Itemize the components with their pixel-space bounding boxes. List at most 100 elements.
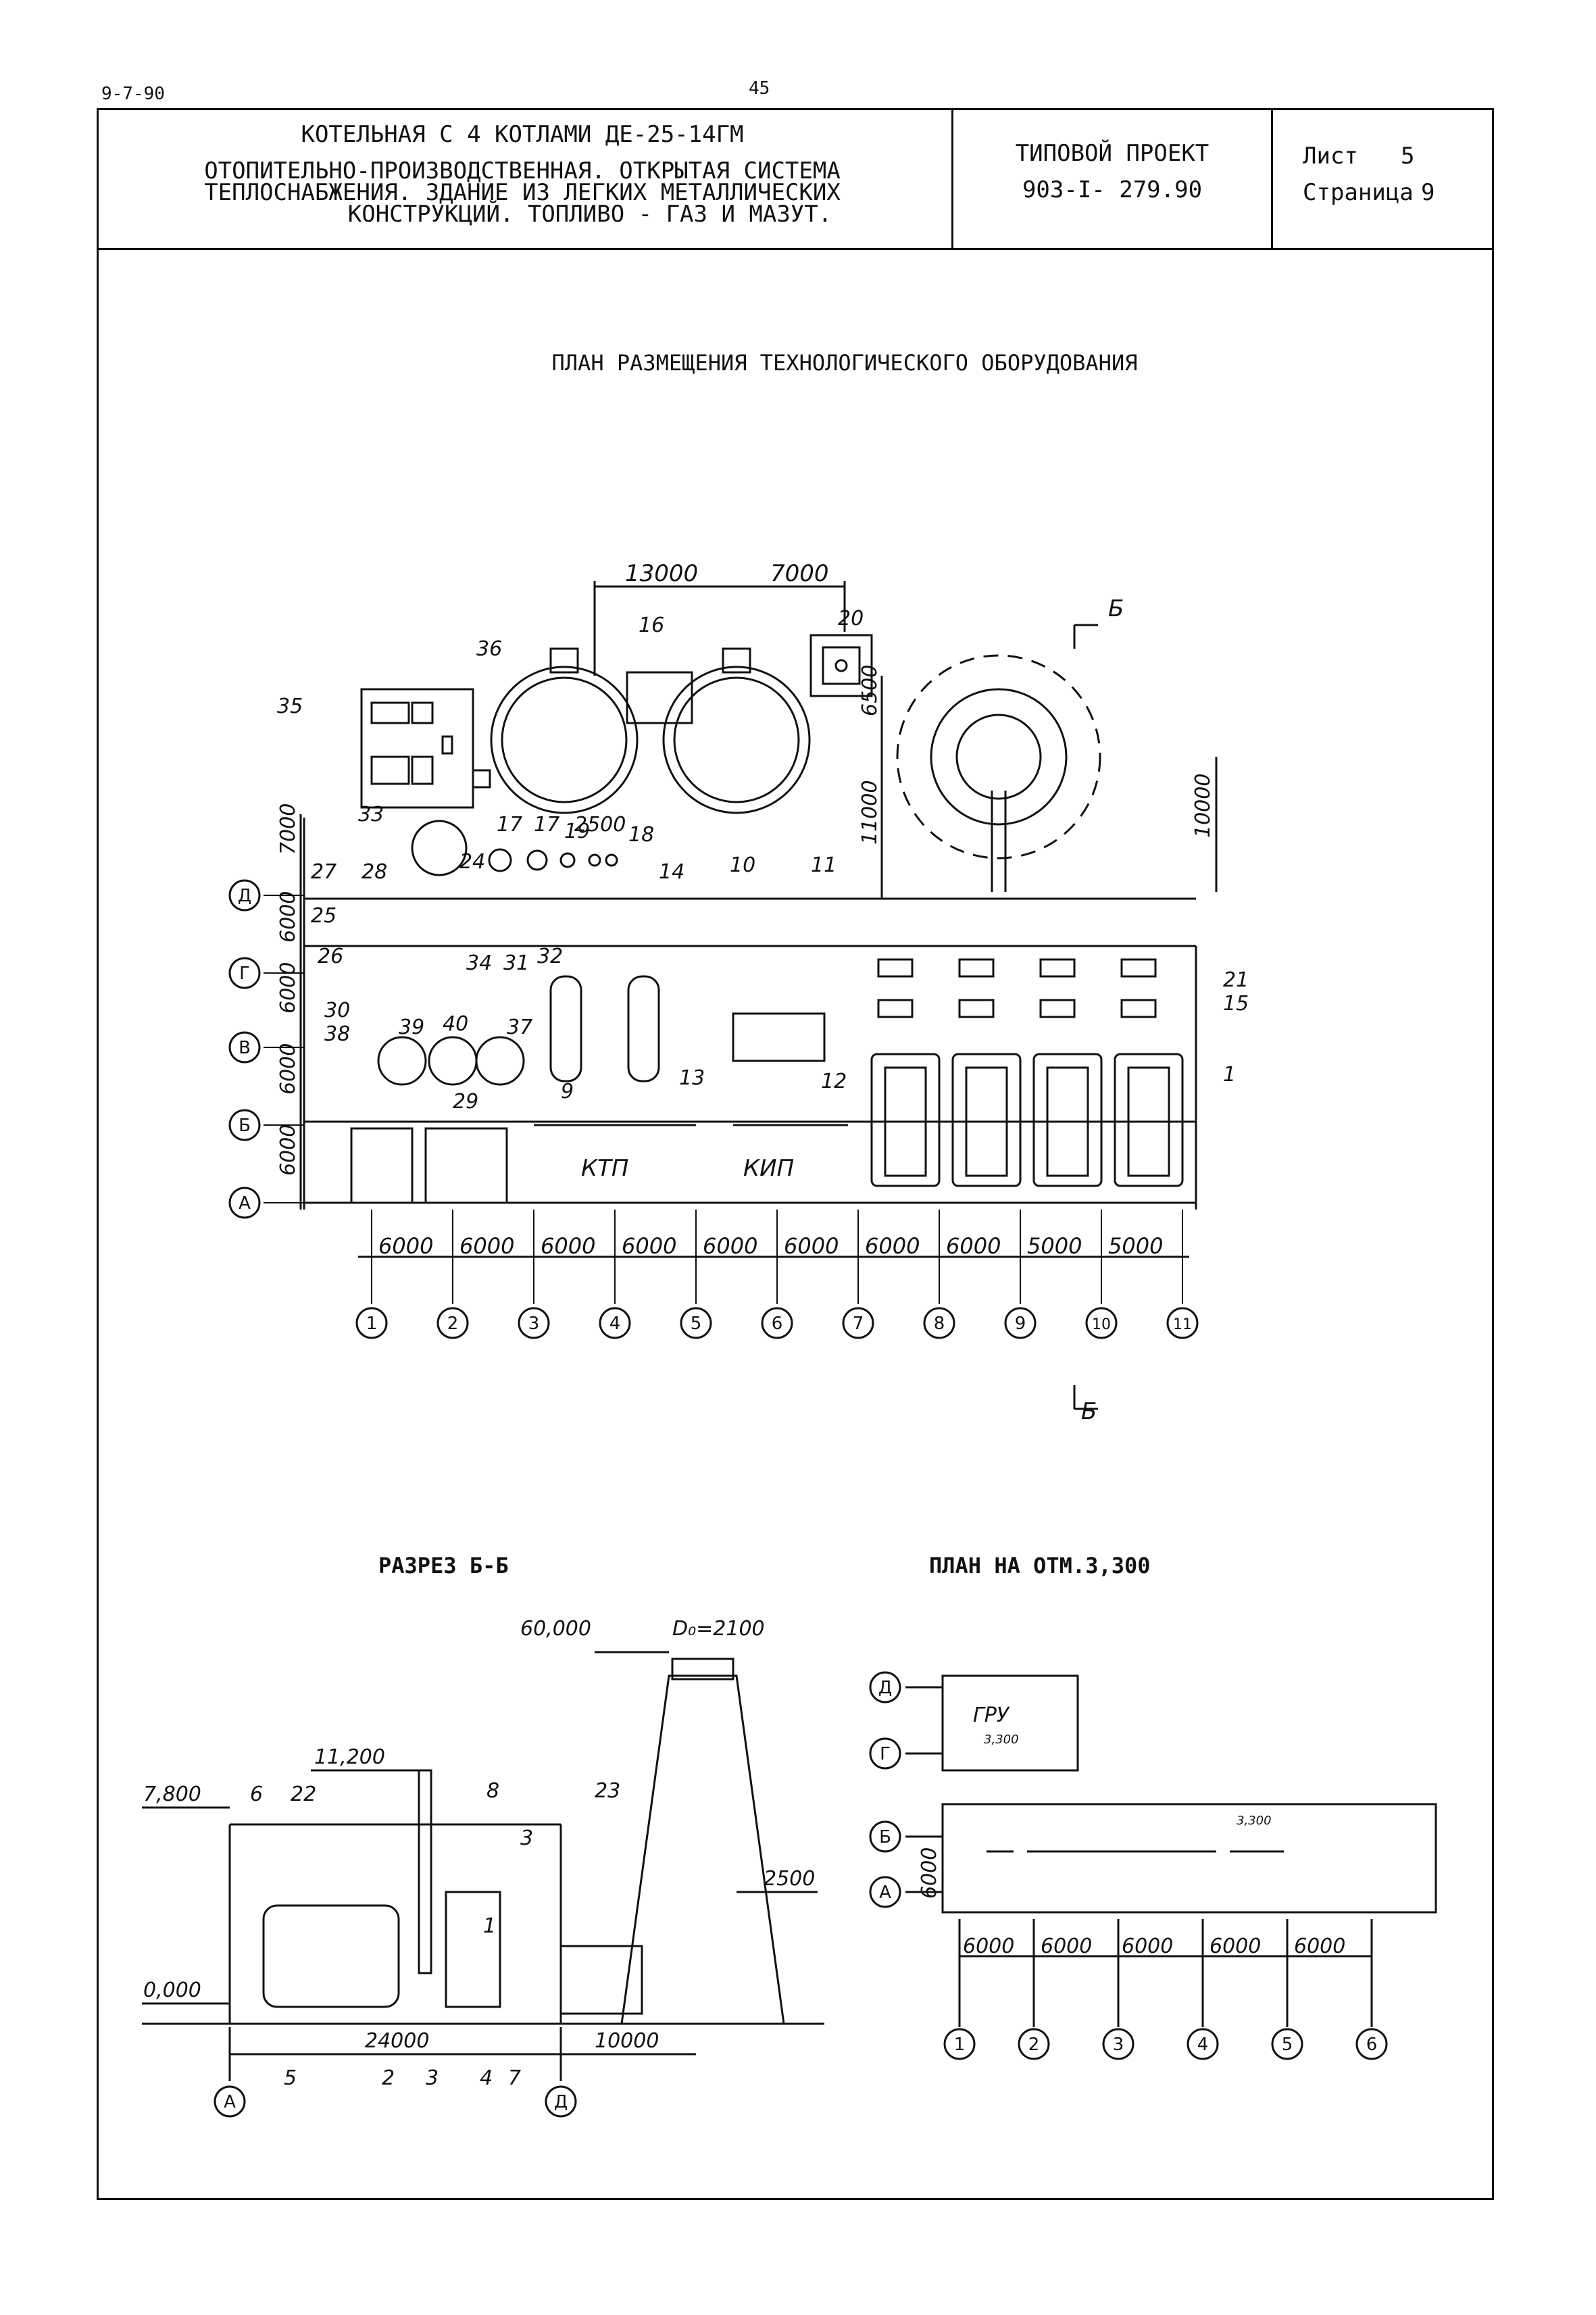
dim-bottom: 6000 [865, 1233, 920, 1259]
callout: 14 [659, 860, 684, 884]
axis-number: 5 [691, 1314, 702, 1334]
upper-axis-letter: Б [879, 1827, 891, 1847]
axis-number: 7 [853, 1314, 864, 1334]
axis-letter-d: Д [238, 886, 251, 906]
axis-number: 2 [447, 1314, 459, 1334]
dim-left: 6000 [276, 962, 300, 1014]
callout: 39 [399, 1016, 424, 1039]
chimney-diameter: D₀=2100 [672, 1617, 765, 1641]
callout: 33 [358, 803, 384, 826]
callout: 28 [361, 860, 387, 884]
dim-top-13000: 13000 [625, 560, 698, 587]
page-label: Страница [1303, 179, 1414, 206]
axis-letter-g: Г [239, 964, 250, 984]
callout: 34 [466, 951, 492, 975]
upper-plan-title: ПЛАН НА ОТМ.3,300 [929, 1553, 1151, 1578]
callout: 38 [324, 1022, 350, 1046]
dim-left: 7000 [276, 803, 300, 855]
dim-bottom: 6000 [946, 1233, 1001, 1259]
callout: 18 [628, 823, 654, 847]
elevation: 2500 [764, 1867, 815, 1891]
callout: 36 [476, 637, 502, 661]
section-callout: 4 [480, 2066, 493, 2090]
room-label-gru: ГРУ [973, 1703, 1010, 1727]
callout: 11 [811, 853, 837, 877]
dim-left: 6000 [276, 1124, 300, 1176]
dim-bottom: 6000 [378, 1233, 433, 1259]
upper-axis-letter: Г [880, 1744, 891, 1764]
upper-axis-letter: Д [878, 1678, 892, 1698]
axis-letter-b: Б [239, 1116, 251, 1136]
dim-bottom: 5000 [1027, 1233, 1082, 1259]
axis-number: 11 [1173, 1316, 1192, 1333]
callout: 35 [277, 695, 303, 718]
callout: 27 [311, 860, 336, 884]
elevation: 60,000 [520, 1617, 591, 1641]
callout: 26 [318, 945, 343, 968]
elevation: 7,800 [143, 1783, 201, 1806]
section-mark-top: Б [1108, 595, 1124, 622]
upper-axis-number: 3 [1113, 2035, 1124, 2055]
callout: 15 [1223, 992, 1249, 1016]
upper-dim: 6000 [1122, 1935, 1173, 1958]
title-line-2: ОТОПИТЕЛЬНО-ПРОИЗВОДСТВЕННАЯ. ОТКРЫТАЯ С… [204, 157, 841, 184]
title-line-4: КОНСТРУКЦИЙ. ТОПЛИВО - ГАЗ И МАЗУТ. [347, 201, 832, 228]
dim-vertical-10000: 10000 [1191, 774, 1215, 838]
callout: 9 [561, 1080, 574, 1103]
callout: 32 [537, 945, 563, 968]
elevation: 0,000 [143, 1978, 201, 2002]
upper-dim: 6000 [1210, 1935, 1261, 1958]
section-dim: 24000 [365, 2029, 429, 2053]
callout: 16 [639, 614, 664, 637]
upper-axis-letter: А [879, 1883, 891, 1903]
section-title: РАЗРЕЗ Б-Б [378, 1553, 509, 1578]
sheet-label: Лист [1303, 143, 1358, 170]
callout: 24 [459, 850, 485, 874]
level-tag: 3,300 [984, 1733, 1019, 1747]
callout: 12 [821, 1070, 847, 1093]
room-label-ktp: КТП [581, 1155, 628, 1182]
title-block: КОТЕЛЬНАЯ С 4 КОТЛАМИ ДЕ-25-14ГМ ОТОПИТЕ… [97, 108, 1494, 250]
axis-number: 3 [528, 1314, 540, 1334]
plan-title: ПЛАН РАЗМЕЩЕНИЯ ТЕХНОЛОГИЧЕСКОГО ОБОРУДО… [551, 350, 1138, 376]
section-axis: Д [554, 2092, 568, 2112]
upper-dim: 6000 [963, 1935, 1014, 1958]
upper-dim: 6000 [1041, 1935, 1092, 1958]
page-frame [97, 108, 1494, 2200]
axis-letter-a: А [239, 1193, 251, 1214]
upper-axis-number: 1 [954, 2035, 966, 2055]
section-callout: 8 [487, 1779, 499, 1803]
axis-number: 8 [934, 1314, 945, 1334]
section-callout: 3 [520, 1826, 533, 1850]
upper-axis-number: 6 [1366, 2035, 1378, 2055]
upper-dim: 6000 [1294, 1935, 1345, 1958]
page-number: 45 [749, 78, 770, 99]
dim-bottom: 6000 [703, 1233, 757, 1259]
section-dim: 10000 [595, 2029, 659, 2053]
project-label: ТИПОВОЙ ПРОЕКТ [1015, 140, 1210, 167]
dim-bottom: 6000 [784, 1233, 839, 1259]
callout: 13 [679, 1066, 705, 1090]
title-line-1: КОТЕЛЬНАЯ С 4 КОТЛАМИ ДЕ-25-14ГМ [301, 121, 744, 148]
callout: 10 [730, 853, 755, 877]
upper-axis-number: 5 [1282, 2035, 1293, 2055]
upper-axis-number: 2 [1028, 2035, 1040, 2055]
section-callout: 22 [291, 1783, 316, 1806]
section-callout: 7 [508, 2066, 521, 2090]
dim-bottom: 5000 [1108, 1233, 1163, 1259]
callout: 17 [534, 813, 559, 837]
axis-letter-v: В [239, 1038, 251, 1058]
axis-number: 4 [609, 1314, 621, 1334]
callout: 29 [453, 1090, 478, 1114]
page-value: 9 [1421, 179, 1435, 206]
dim-bottom: 6000 [622, 1233, 676, 1259]
section-callout: 1 [483, 1914, 496, 1938]
callout: 40 [443, 1012, 468, 1036]
callout: 17 [497, 813, 522, 837]
dim-bottom: 6000 [459, 1233, 514, 1259]
elevation: 11,200 [314, 1745, 385, 1769]
section-callout: 2 [382, 2066, 395, 2090]
section-callout: 6 [250, 1783, 263, 1806]
